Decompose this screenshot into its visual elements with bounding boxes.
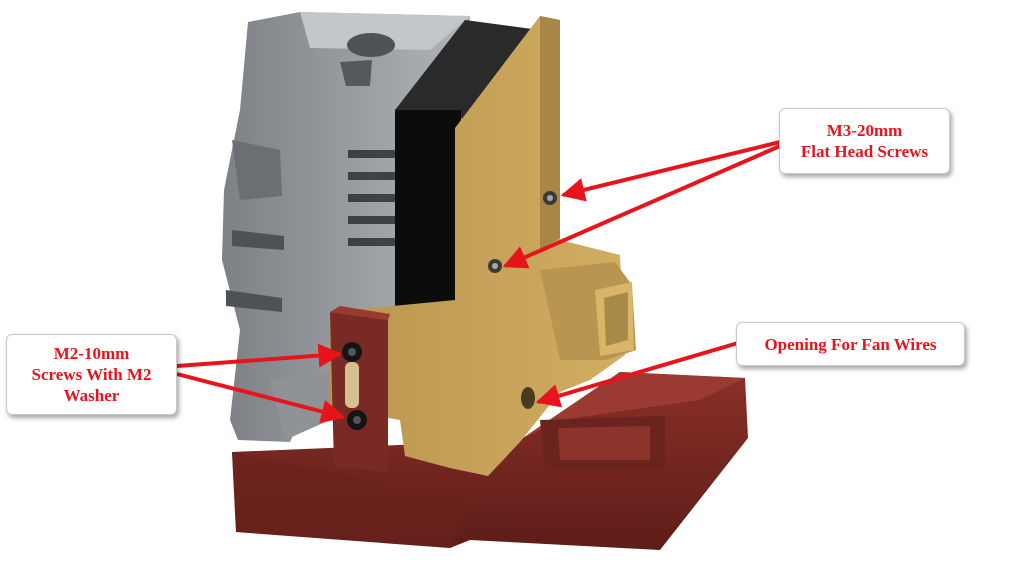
callout-fan-wire-opening: Opening For Fan Wires bbox=[736, 322, 965, 366]
callout-fan-line-1: Opening For Fan Wires bbox=[764, 334, 937, 354]
callout-m3-flat-head-screws: M3-20mm Flat Head Screws bbox=[779, 108, 950, 174]
callout-m2-screws-with-washer: M2-10mm Screws With M2 Washer bbox=[6, 334, 177, 415]
clamp-plate bbox=[330, 306, 390, 472]
callout-m3-line-2: Flat Head Screws bbox=[800, 142, 929, 161]
arrow-fan-wires bbox=[535, 341, 739, 408]
fan-bracket bbox=[330, 16, 636, 476]
callout-m2-line-2: Screws With M2 bbox=[31, 365, 152, 384]
callout-arrows bbox=[176, 140, 781, 424]
arrow-m3-screw-bottom bbox=[502, 144, 781, 269]
black-spacer bbox=[395, 20, 540, 315]
arrow-m3-screw-top bbox=[560, 140, 781, 202]
arrow-m2-screw-bottom bbox=[176, 372, 346, 424]
arrow-m2-screw-top bbox=[176, 343, 343, 368]
callout-m3-line-1: M3-20mm bbox=[826, 121, 903, 140]
callout-m2-line-3: Washer bbox=[63, 386, 120, 405]
callout-m2-line-1: M2-10mm bbox=[53, 344, 130, 363]
